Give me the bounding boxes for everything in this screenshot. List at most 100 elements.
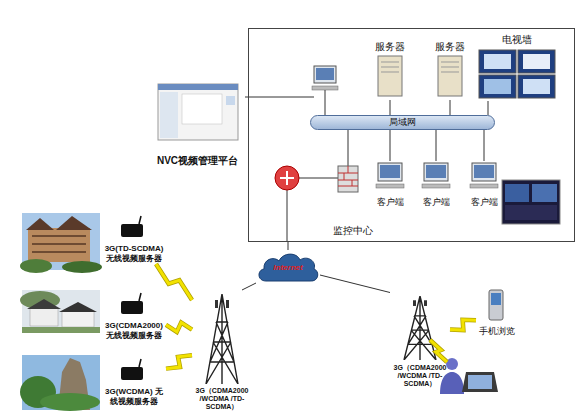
node-label: 3G（CDMA2000 /WCDMA /TD-SCDMA） [390, 364, 450, 388]
lightning-bolt [430, 340, 447, 362]
connector-line [436, 130, 437, 161]
lightning-bolt [430, 340, 447, 362]
laptop [462, 372, 498, 392]
client-node: 客户端 [418, 161, 454, 209]
lightning-outline [450, 320, 476, 330]
client-screen [474, 165, 494, 178]
photo-tree [62, 261, 102, 273]
network-link [242, 283, 256, 290]
photo-ground [22, 327, 100, 333]
platform-node: NVC视频管理平台 [150, 78, 245, 168]
device-antenna [139, 293, 141, 301]
wireless-server-node: 3G(WCDMA) 无线视频服务器 [102, 363, 166, 407]
client-keyboard [376, 184, 404, 188]
client-monitor [378, 163, 402, 181]
monitor-screenshot [502, 180, 560, 224]
firewall-bricks [338, 166, 358, 186]
laptop-screen [468, 375, 492, 389]
wire [348, 130, 349, 166]
window-panel [182, 94, 222, 124]
pc-keyboard [312, 86, 338, 90]
internet-cloud: Internet [256, 250, 320, 284]
wire [299, 178, 338, 179]
lightning-outline [166, 355, 192, 368]
lightning-outline [156, 264, 192, 300]
client-screen [380, 165, 400, 178]
tv-content [484, 79, 511, 94]
wireless-link [450, 320, 476, 330]
tv-content [523, 54, 550, 69]
client-monitor [424, 163, 448, 181]
phone-node: 手机浏览 [476, 288, 518, 338]
photo-house [30, 308, 58, 326]
node-label: 服务器 [375, 40, 405, 54]
photo-roof [26, 218, 54, 230]
photo-building [28, 228, 90, 262]
lightning-bolt [450, 320, 476, 330]
wireless-link [166, 355, 192, 368]
photo-roof [27, 299, 61, 309]
pc-monitor [314, 66, 336, 83]
connector-line [450, 100, 451, 115]
window-panel [160, 92, 178, 138]
video-panel [532, 184, 557, 202]
node-label: 电视墙 [502, 33, 532, 47]
tower-node: 3G（CDMA2000 /WCDMA /TD-SCDMA） [192, 290, 252, 411]
node-label: 客户端 [377, 196, 404, 209]
connector-line [484, 130, 485, 161]
tower-symbol [404, 296, 436, 360]
network-link [484, 130, 485, 161]
photo-tree [40, 393, 100, 411]
node-label: NVC视频管理平台 [157, 154, 238, 168]
photo-house [62, 311, 94, 327]
tv-wall-node: 电视墙 [476, 33, 558, 101]
photo-tree [20, 291, 60, 309]
video-panel [505, 205, 557, 220]
tv-content [484, 54, 511, 69]
network-link [390, 100, 391, 115]
node-label: 客户端 [471, 196, 498, 209]
lightning-bolt [166, 322, 192, 331]
client-node: 客户端 [372, 161, 408, 209]
device-icon [121, 367, 143, 380]
connector-line [242, 283, 256, 290]
phone-icon [489, 290, 503, 320]
software-screenshot [158, 84, 238, 140]
wireless-server-node: 3G(TD-SCDMA) 无线视频服务器 [102, 220, 166, 264]
node-label: 3G(WCDMA) 无线视频服务器 [102, 387, 166, 407]
device-antenna [139, 359, 141, 367]
node-label: 客户端 [423, 196, 450, 209]
network-link [390, 130, 391, 161]
client-screen [426, 165, 446, 178]
wireless-server-node: 3G(CDMA2000) 无线视频服务器 [102, 297, 166, 341]
node-label: 局域网 [389, 117, 416, 128]
pc-screen [316, 68, 334, 80]
server-slots [381, 62, 399, 72]
client-monitor [472, 163, 496, 181]
photo-tree [20, 259, 52, 273]
device-icon [121, 301, 143, 314]
tv-screen [518, 50, 555, 73]
router-symbol [275, 166, 299, 190]
firewall-symbol [338, 166, 358, 192]
server-slots [441, 62, 459, 72]
node-label: Internet [273, 263, 302, 272]
phone-screen [491, 293, 501, 305]
server-node: 服务器 [428, 40, 472, 100]
connector-line [488, 101, 489, 115]
server-icon [438, 56, 462, 96]
wire [287, 190, 288, 242]
tv-screen [479, 75, 516, 98]
wire [325, 90, 326, 115]
device-icon [121, 224, 143, 237]
node-label: 监控中心 [333, 224, 373, 238]
node-label: 手机浏览 [479, 325, 515, 338]
lightning-bolt [166, 355, 192, 368]
connector-line [390, 100, 391, 115]
connector-line [320, 275, 390, 293]
photo-roof [59, 302, 97, 312]
person-body [440, 372, 464, 394]
network-link [450, 100, 451, 115]
